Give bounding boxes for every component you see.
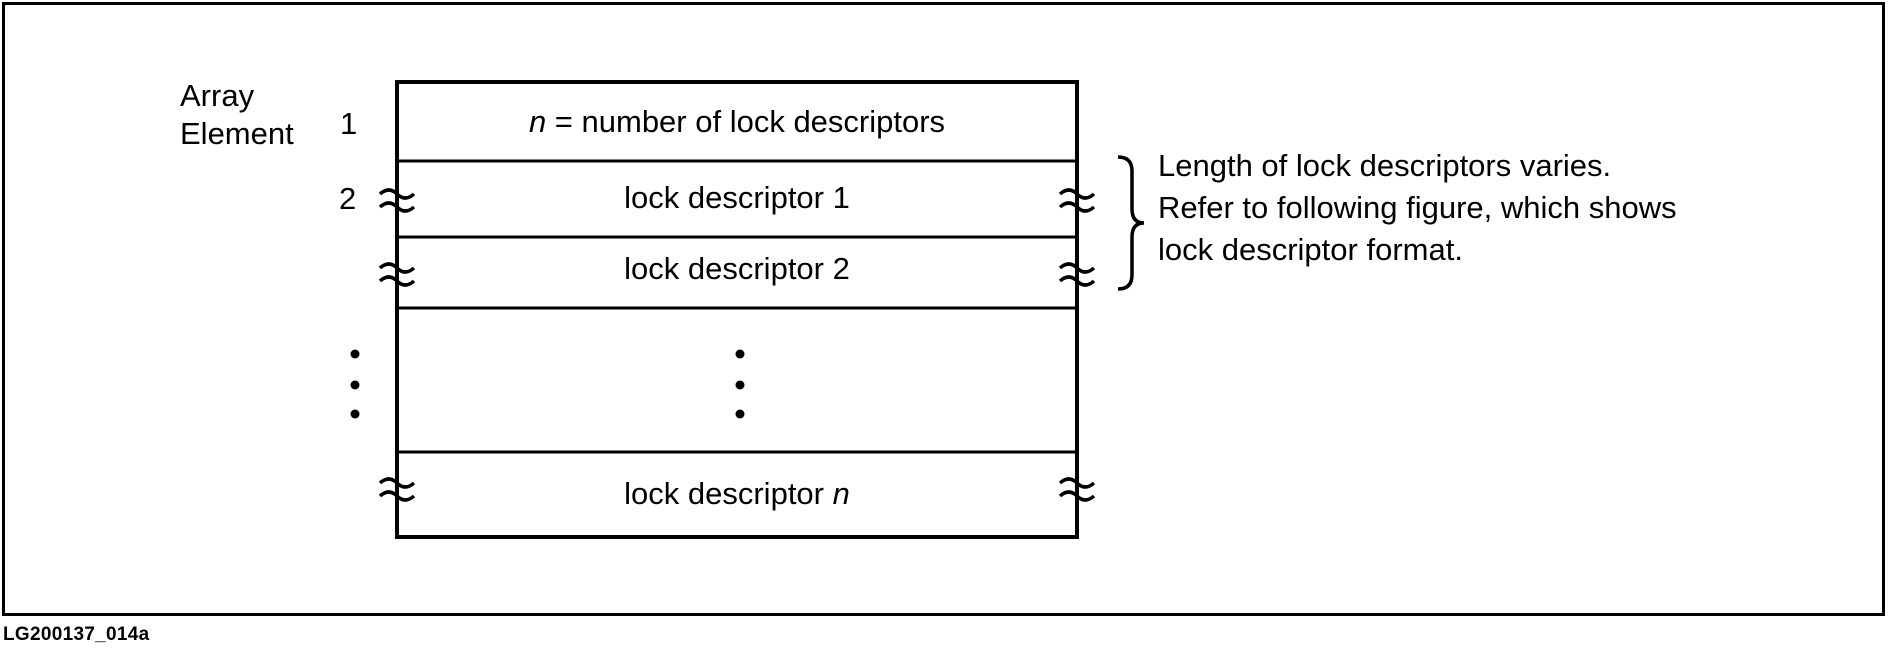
cell-count-of-lock-descriptors: n = number of lock descriptors xyxy=(397,106,1077,137)
figure-frame xyxy=(2,2,1885,616)
cell-lock-descriptor-n: lock descriptor n xyxy=(397,478,1077,509)
cell-lock-descriptor-n-text: lock descriptor xyxy=(624,476,833,511)
left-break-marks xyxy=(378,188,416,502)
note-line: Length of lock descriptors varies. xyxy=(1158,148,1612,183)
cell-count-text: = number of lock descriptors xyxy=(546,104,946,139)
row-number-2: 2 xyxy=(339,181,357,216)
note-line: Refer to following figure, which shows xyxy=(1158,190,1677,225)
center-ellipsis-dots xyxy=(735,349,745,419)
array-label: Array xyxy=(180,78,255,113)
variable-n: n xyxy=(832,476,850,511)
left-ellipsis-dots xyxy=(350,349,360,419)
cell-lock-descriptor-2: lock descriptor 2 xyxy=(624,251,850,286)
lock-descriptor-note: Length of lock descriptors varies. Refer… xyxy=(1158,145,1677,271)
variable-n: n xyxy=(528,104,547,139)
row-number-1: 1 xyxy=(340,106,358,141)
element-label: Element xyxy=(180,116,294,151)
figure-id: LG200137_014a xyxy=(3,624,150,645)
right-brace-icon xyxy=(1117,155,1145,291)
right-break-marks xyxy=(1058,188,1096,502)
note-line: lock descriptor format. xyxy=(1158,232,1463,267)
cell-lock-descriptor-1: lock descriptor 1 xyxy=(624,180,850,215)
